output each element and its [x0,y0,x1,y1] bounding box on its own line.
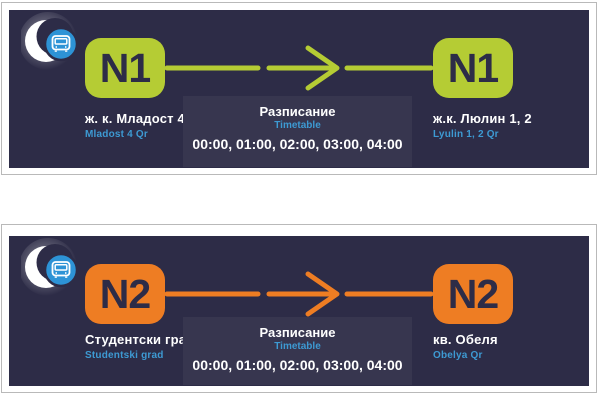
destination-station-translit: Lyulin 1, 2 Qr [433,129,499,140]
timetable-subtitle: Timetable [274,341,321,352]
line-number-badge-origin: N2 [85,264,165,324]
timetable-title: Разписание [259,104,336,119]
origin-station-translit: Studentski grad [85,350,164,361]
destination-station-name: кв. Обеля [433,332,498,347]
origin-station: ж. к. Младост 4 Mladost 4 Qr [85,111,255,140]
timetable-times: 00:00, 01:00, 02:00, 03:00, 04:00 [192,136,403,152]
route-card-frame-n1: N1 N1 ж. к. Младост 4 Mladost 4 Qr Разпи… [1,2,597,175]
route-arrow-icon [165,271,433,317]
destination-station: ж.к. Люлин 1, 2 Lyulin 1, 2 Qr [433,111,600,140]
line-number-badge-destination: N2 [433,264,513,324]
line-number-badge-destination: N1 [433,38,513,98]
timetable-subtitle: Timetable [274,120,321,131]
route-arrow-icon [165,45,433,91]
origin-station-translit: Mladost 4 Qr [85,129,148,140]
bus-icon [51,261,71,278]
route-card-frame-n2: N2 N2 Студентски град Studentski grad Ра… [1,224,597,393]
timetable-panel: Разписание Timetable 00:00, 01:00, 02:00… [183,96,412,167]
destination-station-translit: Obelya Qr [433,350,483,361]
night-bus-logo-icon [21,238,79,296]
destination-station: кв. Обеля Obelya Qr [433,332,600,361]
destination-station-name: ж.к. Люлин 1, 2 [433,111,532,126]
night-bus-logo-icon [21,12,79,70]
night-line-card-n2: N2 N2 Студентски град Studentski grad Ра… [9,236,589,386]
origin-station-name: ж. к. Младост 4 [85,111,185,126]
night-line-card-n1: N1 N1 ж. к. Младост 4 Mladost 4 Qr Разпи… [9,10,589,168]
timetable-times: 00:00, 01:00, 02:00, 03:00, 04:00 [192,357,403,373]
line-number-badge-origin: N1 [85,38,165,98]
origin-station: Студентски град Studentski grad [85,332,255,361]
timetable-title: Разписание [259,325,336,340]
bus-icon [51,35,71,52]
origin-station-name: Студентски град [85,332,195,347]
timetable-panel: Разписание Timetable 00:00, 01:00, 02:00… [183,317,412,385]
